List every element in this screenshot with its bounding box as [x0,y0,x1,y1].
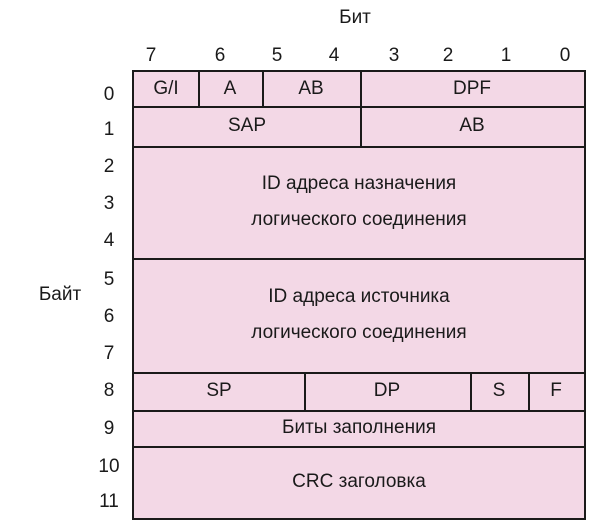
byte-number-2: 2 [103,156,115,177]
bytes-axis-title: Байт [38,284,82,305]
byte-number-10: 10 [98,456,120,477]
byte-number-6: 6 [103,306,115,327]
field-source-id: ID адреса источника логического соединен… [134,258,584,374]
byte-number-3: 3 [103,193,115,214]
field-ab-byte0: AB [262,72,362,108]
field-f: F [528,372,584,412]
bit-number-6: 6 [214,45,226,66]
bits-axis-title: Бит [339,7,371,28]
bit-number-2: 2 [442,45,454,66]
bit-number-5: 5 [271,45,283,66]
field-dpf: DPF [360,72,584,108]
byte-number-4: 4 [103,230,115,251]
byte-number-1: 1 [103,119,115,140]
destination-id-line2: логического соединения [251,209,467,230]
field-s: S [470,372,530,412]
bit-number-4: 4 [328,45,340,66]
header-format-table: G/I A AB DPF SAP AB ID адреса назначения… [132,70,586,520]
field-ab-byte1: AB [360,106,584,148]
bit-number-0: 0 [559,45,571,66]
field-gi: G/I [134,72,200,108]
field-a: A [198,72,264,108]
byte-number-7: 7 [103,343,115,364]
byte-number-0: 0 [103,84,115,105]
bit-number-3: 3 [388,45,400,66]
byte-number-11: 11 [99,491,119,512]
source-id-line2: логического соединения [251,322,467,343]
destination-id-line1: ID адреса назначения [261,173,457,194]
field-destination-id: ID адреса назначения логического соедине… [134,146,584,260]
byte-number-9: 9 [103,418,115,439]
field-padding-bits: Биты заполнения [134,410,584,448]
byte-number-8: 8 [103,380,115,401]
bit-number-7: 7 [145,45,157,66]
bit-number-1: 1 [500,45,512,66]
field-sap: SAP [134,106,362,148]
field-sp: SP [134,372,306,412]
source-id-line1: ID адреса источника [268,286,450,307]
byte-number-5: 5 [103,269,115,290]
field-dp: DP [304,372,472,412]
field-header-crc: CRC заголовка [292,471,426,492]
